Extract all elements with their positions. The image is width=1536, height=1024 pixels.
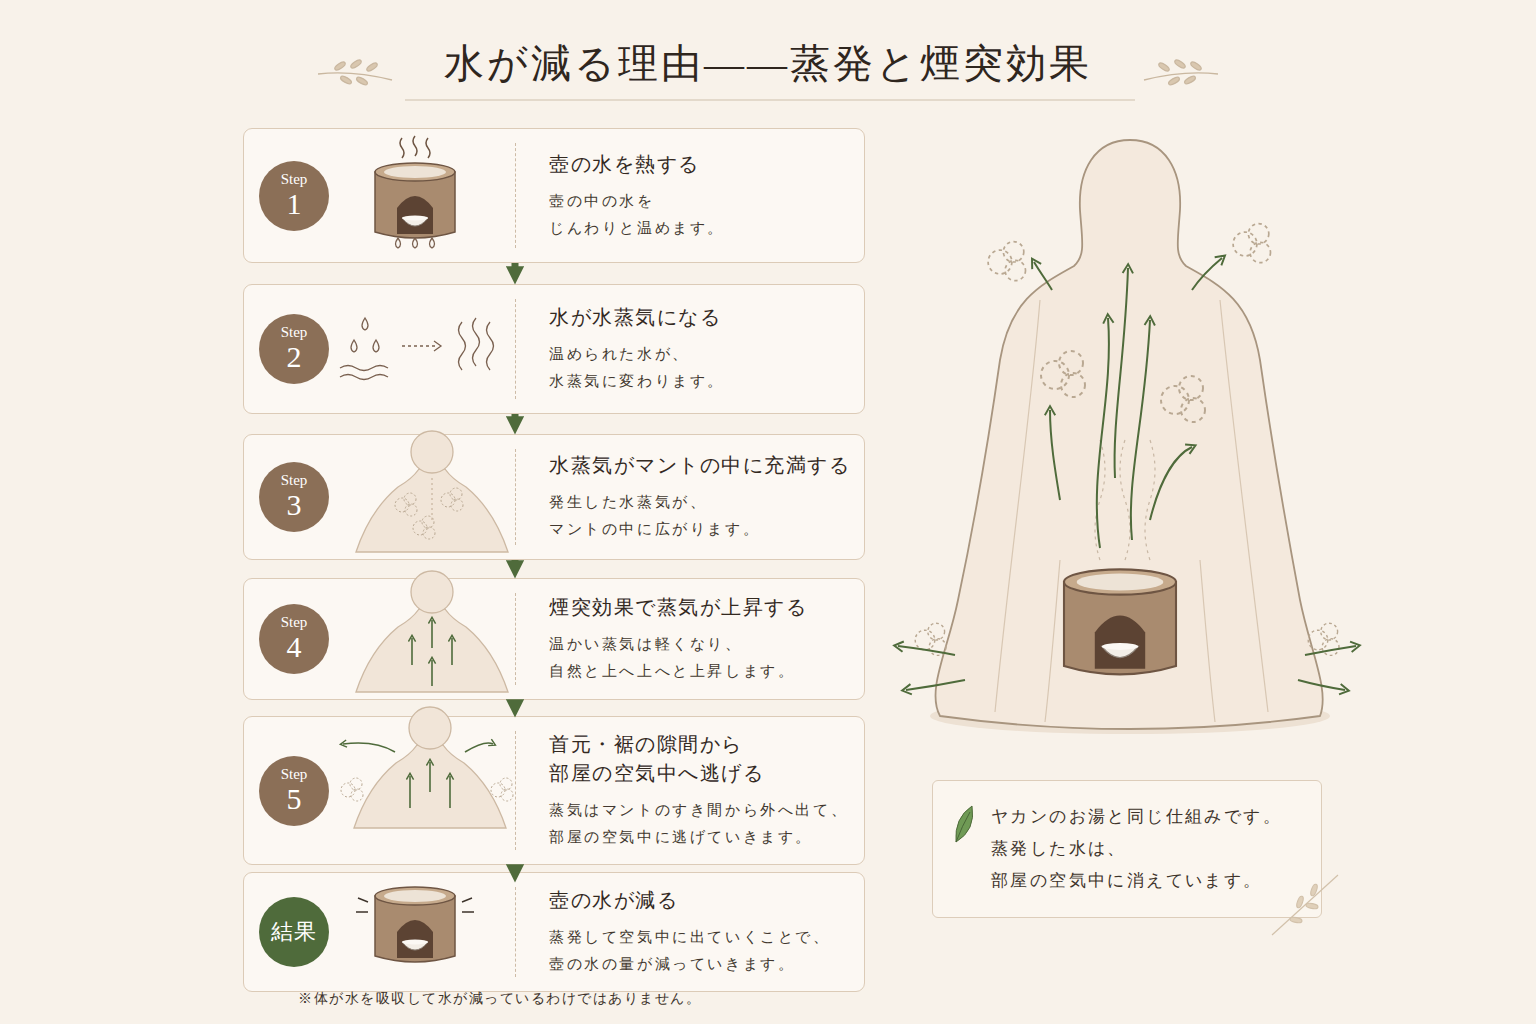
step-word: Step	[281, 172, 308, 188]
step-word: Step	[281, 767, 308, 783]
step-body: 温められた水が、 水蒸気に変わります。	[549, 341, 725, 395]
text-column: ヤカンのお湯と同じ仕組みです。 蒸発した水は、 部屋の空気中に消えています。	[991, 801, 1282, 898]
step-box: 首元・裾の隙間から 部屋の空気中へ逃げる蒸気はマントのすき間から外へ出て、 部屋…	[243, 716, 865, 865]
step-heading: 壺の水が減る	[549, 886, 831, 915]
step-heading: 壺の水を熱する	[549, 150, 725, 179]
flow-arrow	[512, 865, 519, 868]
flow-arrow	[512, 414, 519, 420]
step-box: 水蒸気がマントの中に充満する発生した水蒸気が、 マントの中に広がります。 Step…	[243, 434, 865, 560]
note-box: ヤカンのお湯と同じ仕組みです。 蒸発した水は、 部屋の空気中に消えています。	[932, 780, 1322, 918]
step-badge: Step2	[258, 313, 330, 385]
text-column: 水が水蒸気になる温められた水が、 水蒸気に変わります。	[549, 303, 725, 395]
step-number: 2	[287, 341, 302, 373]
step-badge: 結果	[258, 896, 330, 968]
text-column: 水蒸気がマントの中に充満する発生した水蒸気が、 マントの中に広がります。	[549, 451, 850, 543]
diagram-title: 水が減る理由――蒸発と煙突効果	[0, 36, 1536, 91]
step-body: 蒸発して空気中に出ていくことで、 壺の水の量が減っていきます。	[549, 924, 831, 978]
step-heading: 煙突効果で蒸気が上昇する	[549, 593, 807, 622]
step-badge: Step4	[258, 603, 330, 675]
step-box: 壺の水を熱する壺の中の水を じんわりと温めます。 Step1	[243, 128, 865, 263]
flow-arrow	[512, 263, 519, 270]
step-box: 水が水蒸気になる温められた水が、 水蒸気に変わります。 Step2	[243, 284, 865, 414]
text-column: 壺の水が減る蒸発して空気中に出ていくことで、 壺の水の量が減っていきます。	[549, 886, 831, 978]
step-number: 1	[287, 188, 302, 220]
step-heading: 水が水蒸気になる	[549, 303, 725, 332]
step-badge: Step1	[258, 160, 330, 232]
dashed-divider	[515, 593, 516, 685]
text-column: 煙突効果で蒸気が上昇する温かい蒸気は軽くなり、 自然と上へ上へと上昇します。	[549, 593, 807, 685]
result-label: 結果	[271, 917, 317, 947]
step-body: 温かい蒸気は軽くなり、 自然と上へ上へと上昇します。	[549, 631, 807, 685]
step-number: 4	[287, 631, 302, 663]
step-heading: 水蒸気がマントの中に充満する	[549, 451, 850, 480]
step-box: 壺の水が減る蒸発して空気中に出ていくことで、 壺の水の量が減っていきます。 結果	[243, 872, 865, 992]
flow-arrow	[512, 700, 519, 703]
step-word: Step	[281, 615, 308, 631]
footnote: ※体が水を吸収して水が減っているわけではありません。	[298, 990, 701, 1008]
step-heading: 首元・裾の隙間から 部屋の空気中へ逃げる	[549, 730, 848, 788]
dashed-divider	[515, 731, 516, 850]
flow-arrow	[512, 560, 519, 564]
dashed-divider	[515, 299, 516, 399]
step-body: 壺の中の水を じんわりと温めます。	[549, 188, 725, 242]
dashed-divider	[515, 143, 516, 248]
dashed-divider	[515, 449, 516, 545]
step-box: 煙突効果で蒸気が上昇する温かい蒸気は軽くなり、 自然と上へ上へと上昇します。 St…	[243, 578, 865, 700]
dashed-divider	[515, 887, 516, 977]
step-body: 発生した水蒸気が、 マントの中に広がります。	[549, 489, 850, 543]
step-badge: Step5	[258, 755, 330, 827]
step-badge: Step3	[258, 461, 330, 533]
note-text: ヤカンのお湯と同じ仕組みです。 蒸発した水は、 部屋の空気中に消えています。	[991, 801, 1282, 898]
step-number: 5	[287, 783, 302, 815]
step-word: Step	[281, 325, 308, 341]
step-number: 3	[287, 489, 302, 521]
text-column: 壺の水を熱する壺の中の水を じんわりと温めます。	[549, 150, 725, 242]
step-word: Step	[281, 473, 308, 489]
step-body: 蒸気はマントのすき間から外へ出て、 部屋の空気中に逃げていきます。	[549, 797, 848, 851]
text-column: 首元・裾の隙間から 部屋の空気中へ逃げる蒸気はマントのすき間から外へ出て、 部屋…	[549, 730, 848, 851]
